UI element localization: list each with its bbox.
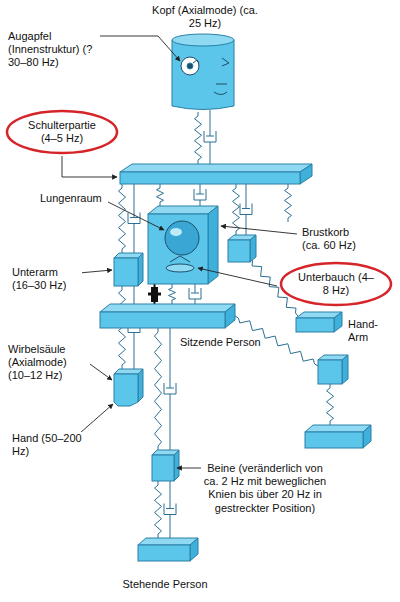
ellipse-outline <box>7 111 117 153</box>
leader-line <box>60 36 297 468</box>
leader-line <box>104 200 164 230</box>
spring <box>155 328 162 450</box>
standing-knee-block <box>152 450 179 481</box>
forearm-block <box>138 253 143 286</box>
standing-knee-block <box>174 450 179 481</box>
seated-foot-slab <box>305 425 371 432</box>
standing-foot-slab <box>138 538 198 561</box>
callout-text: Schulterpartie (4–5 Hz) <box>24 119 100 145</box>
standing-foot-slab <box>138 538 198 545</box>
hand-arm-block <box>296 312 342 332</box>
hand-block <box>138 369 143 402</box>
head <box>193 60 199 63</box>
spring <box>119 184 126 253</box>
part-label: Hand (50–200 Hz) <box>10 432 86 458</box>
damper <box>164 481 176 538</box>
elbow-block <box>250 235 256 262</box>
spring <box>195 112 202 164</box>
damper <box>189 284 201 304</box>
pelvis-slab <box>225 304 235 328</box>
chest-box <box>148 206 218 284</box>
part-label: Beine (veränderlich von ca. 2 Hz mit bew… <box>201 462 329 515</box>
part-label: Augapfel (Innenstruktur) (? 30–80 Hz) <box>6 30 100 70</box>
part-label: Kopf (Axialmode) (ca. 25 Hz) <box>149 4 261 30</box>
part-label: Unterarm (16–30 Hz) <box>10 266 82 292</box>
head <box>172 40 234 110</box>
forearm-block <box>114 253 143 286</box>
highlight-ellipse: Schulterpartie (4–5 Hz) <box>5 109 119 155</box>
ellipse-outline <box>281 263 391 305</box>
forearm-block <box>114 258 138 286</box>
seated-knee-block <box>318 360 342 384</box>
head <box>222 58 229 66</box>
spring <box>285 184 292 222</box>
chest-box <box>170 256 190 262</box>
seated-foot-slab <box>363 425 371 448</box>
shoulder-slab <box>120 172 300 184</box>
spring <box>250 258 298 316</box>
head <box>172 34 234 46</box>
damper <box>194 184 206 206</box>
leader-line <box>62 156 117 177</box>
head <box>181 57 199 75</box>
chest-box <box>148 206 218 214</box>
part-label: Wirbelsäule (Axialmode) (10–12 Hz) <box>6 343 90 383</box>
damper <box>164 328 176 450</box>
damper <box>128 184 140 253</box>
callout-text: Unterbauch (4–8 Hz) <box>298 271 374 297</box>
part-label: Lungenraum <box>38 192 108 205</box>
seated-knee-block <box>318 355 348 384</box>
head <box>187 63 193 69</box>
spine-damper <box>148 293 161 296</box>
callout-text: Schulterpartie (4–5 Hz) <box>24 119 100 145</box>
shoulder-slab <box>300 164 312 184</box>
pelvis-slab <box>100 304 235 312</box>
part-label: Sitzende Person <box>178 336 264 349</box>
head <box>214 92 227 95</box>
hand-block <box>114 374 138 406</box>
highlight-ellipse: Unterbauch (4–8 Hz) <box>279 261 393 307</box>
standing-foot-slab <box>190 538 198 561</box>
seated-foot-slab <box>305 425 371 448</box>
spring <box>157 184 164 206</box>
seated-knee-block <box>342 355 348 384</box>
spring <box>169 284 176 304</box>
head <box>216 84 227 85</box>
chest-box <box>166 264 194 272</box>
chest-box <box>165 221 199 255</box>
hand-arm-block <box>296 318 334 332</box>
hand-arm-block <box>334 312 342 332</box>
leader-line <box>198 268 277 286</box>
elbow-block <box>228 235 256 262</box>
pelvis-slab <box>100 304 235 328</box>
chest-box <box>148 214 208 284</box>
damper <box>204 110 216 164</box>
standing-knee-block <box>152 455 174 481</box>
damper <box>240 184 252 235</box>
part-label: Hand-Arm <box>346 318 390 344</box>
spine-damper <box>148 284 161 304</box>
shoulder-slab <box>120 164 312 172</box>
pelvis-slab <box>100 312 225 328</box>
standing-foot-slab <box>138 545 190 561</box>
seated-foot-slab <box>305 432 363 448</box>
leader-line <box>221 226 297 234</box>
chest-box <box>170 228 182 236</box>
part-label: Brustkorb (ca. 60 Hz) <box>300 226 372 252</box>
callout-text: Unterbauch (4–8 Hz) <box>298 271 374 297</box>
hand-block <box>114 369 143 406</box>
head <box>172 34 234 110</box>
part-label: Stehende Person <box>115 578 215 591</box>
spring <box>155 481 162 538</box>
elbow-block <box>228 240 250 262</box>
spring <box>327 384 334 425</box>
shoulder-slab <box>120 164 312 184</box>
